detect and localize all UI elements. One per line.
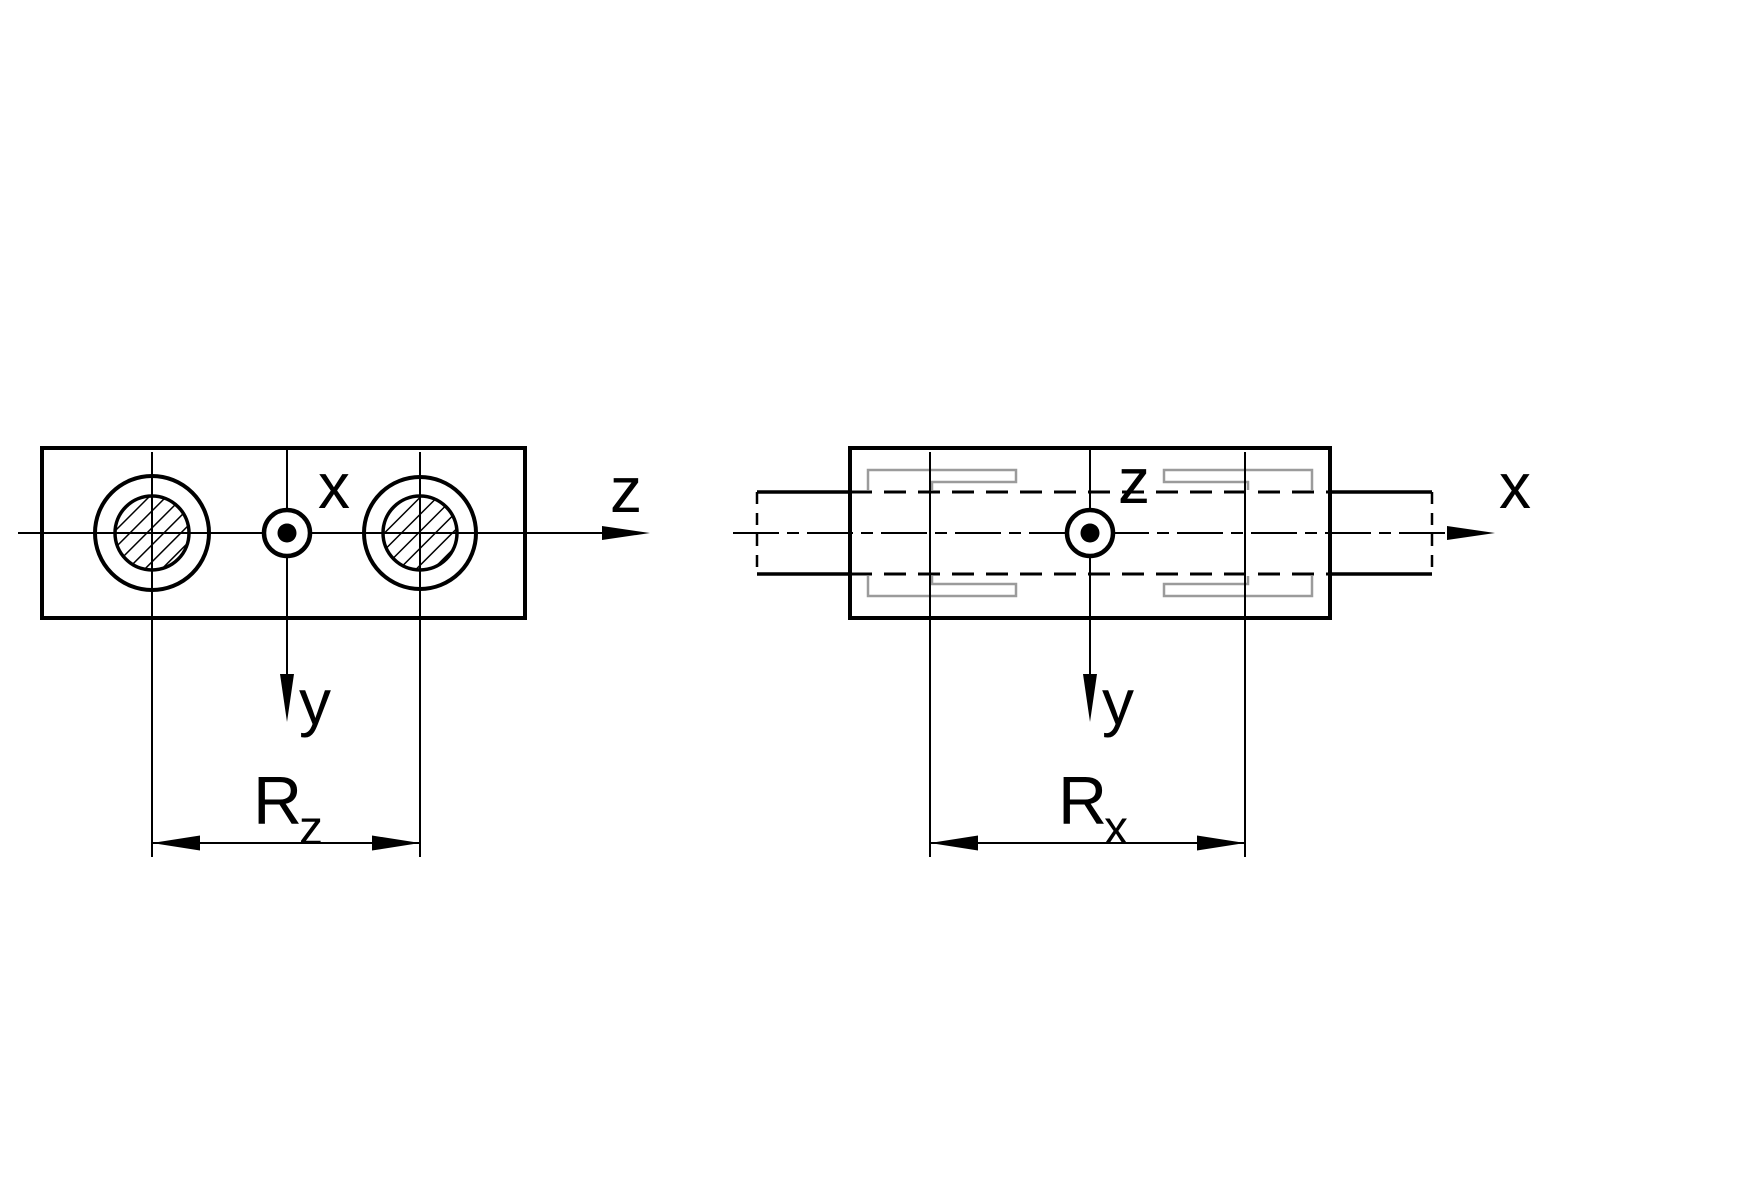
front-right-shaft-section-hatched: [381, 494, 459, 572]
side-origin-marker: [1064, 507, 1116, 559]
front-y-axis-label: y: [299, 666, 331, 738]
side-x-axis-arrow-icon: [1447, 526, 1495, 540]
side-internal-top-right: [1162, 468, 1314, 490]
front-left-shaft-section-hatched: [113, 494, 191, 572]
front-dimension-Rz: R z: [152, 763, 420, 855]
front-block-outline: [40, 446, 527, 620]
front-z-axis-label: z: [610, 454, 642, 526]
front-dimension-label-sub: z: [299, 802, 323, 855]
front-dimension-arrow-left-icon: [152, 835, 200, 851]
front-left-bore: [93, 474, 211, 592]
side-y-axis-arrow-icon: [1083, 674, 1097, 722]
front-origin-dot: [277, 523, 297, 543]
side-internal-top-left: [866, 468, 1018, 490]
side-shaft: [755, 490, 1434, 576]
front-right-bore: [362, 475, 478, 591]
front-origin-marker: [261, 507, 313, 559]
front-left-bore-outer-circle: [93, 474, 211, 592]
front-dimension-arrow-right-icon: [372, 835, 420, 851]
side-x-axis-label: x: [1499, 450, 1531, 522]
front-view: z y x R z: [18, 446, 650, 857]
side-origin-dot: [1080, 523, 1100, 543]
side-z-axis-label: z: [1118, 445, 1150, 517]
side-dimension-Rx: R x: [930, 763, 1245, 855]
side-internal-bottom-left: [866, 576, 1018, 598]
side-dimension-arrow-right-icon: [1197, 835, 1245, 851]
side-internal-bearing-outlines: [866, 468, 1314, 598]
side-view: x y z R x: [733, 445, 1531, 857]
front-y-axis-arrow-icon: [280, 674, 294, 722]
front-x-axis-label: x: [318, 450, 350, 522]
front-dimension-label-main: R: [253, 763, 302, 839]
side-y-axis-label: y: [1102, 666, 1134, 738]
front-right-bore-outer-circle: [362, 475, 478, 591]
side-dimension-label-sub: x: [1104, 802, 1128, 855]
side-internal-bottom-right: [1162, 576, 1314, 598]
side-dimension-arrow-left-icon: [930, 835, 978, 851]
side-dimension-label-main: R: [1058, 763, 1107, 839]
front-z-axis-arrow-icon: [602, 526, 650, 540]
